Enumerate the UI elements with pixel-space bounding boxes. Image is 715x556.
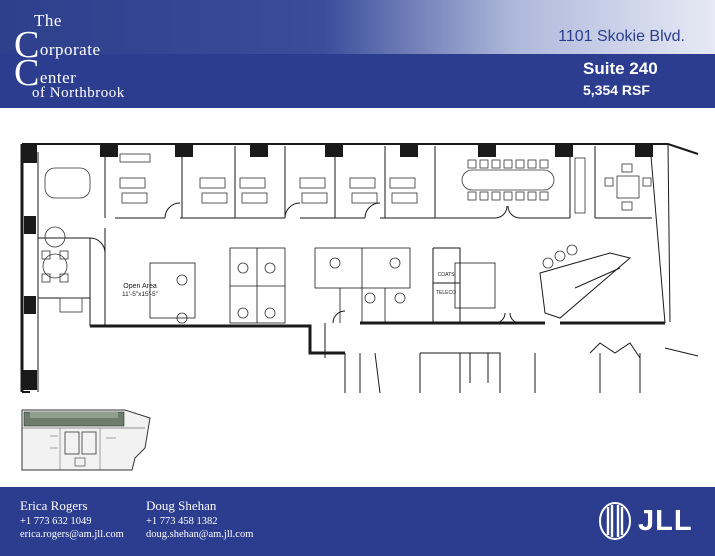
contact-phone[interactable]: +1 773 458 1382 (146, 516, 218, 527)
suite-number: Suite 240 (583, 59, 658, 78)
coats-closet-label: COATS (438, 272, 456, 278)
contact-email[interactable]: erica.rogers@am.jll.com (20, 529, 124, 540)
open-area-label: Open Area (123, 283, 157, 290)
logo-line-corporate: orporate (39, 40, 101, 59)
jll-wordmark: JLL (638, 504, 693, 537)
key-plan-thumbnail (21, 409, 151, 471)
contact-card-doug: Doug Shehan +1 773 458 1382 doug.shehan@… (146, 498, 253, 540)
jll-shell-icon (599, 502, 631, 540)
header-banner: The Corporate Center of Northbrook 1101 … (0, 0, 715, 108)
logo-line-center: enter (39, 68, 77, 87)
telecom-closet-label: TELECO (436, 290, 456, 296)
property-address: 1101 Skokie Blvd. (558, 28, 685, 45)
jll-logo: JLL (598, 499, 693, 543)
rentable-square-feet: 5,354 RSF (583, 82, 650, 98)
logo-initial-c2: C (14, 52, 40, 94)
contact-phone[interactable]: +1 773 632 1049 (20, 516, 92, 527)
open-area-dimensions: 11'-5"x15'-5" (122, 291, 159, 298)
header-band (0, 54, 715, 108)
logo-line-northbrook: of Northbrook (32, 85, 125, 101)
logo-initial-c1: C (14, 24, 40, 66)
contact-email[interactable]: doug.shehan@am.jll.com (146, 529, 254, 540)
contact-name: Doug Shehan (146, 498, 217, 513)
contact-name: Erica Rogers (20, 498, 88, 513)
contact-card-erica: Erica Rogers +1 773 632 1049 erica.roger… (20, 498, 124, 540)
floor-plan: Open Area 11'-5"x15'-5" COATS TELECO (20, 143, 699, 393)
logo-line-the: The (34, 11, 62, 30)
footer-contact-bar: Erica Rogers +1 773 632 1049 erica.roger… (0, 487, 715, 556)
